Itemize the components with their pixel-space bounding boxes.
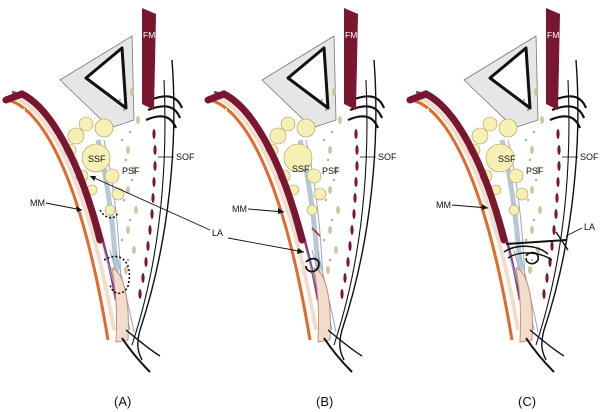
arrowhead-la-a: [90, 176, 96, 181]
arrowhead-mm: [278, 208, 284, 214]
leader-mm: [45, 202, 83, 211]
arrowhead-la-b: [297, 248, 304, 254]
label-sof: SOF: [176, 152, 195, 162]
label-psf: PSF: [122, 166, 140, 176]
label-sof: SOF: [580, 152, 599, 162]
panel-a: FM LPM SSF PSF SOF MM (A): [6, 8, 195, 409]
label-ssf: SSF: [498, 154, 516, 164]
label-fm: FM: [143, 30, 155, 40]
leader-la-to-a: [89, 175, 211, 231]
caption-c: (C): [518, 394, 536, 409]
label-lpm: LPM: [8, 106, 25, 116]
leader-la: [565, 227, 583, 237]
caption-b: (B): [316, 394, 333, 409]
label-mm: MM: [436, 200, 451, 210]
label-mm: MM: [30, 198, 45, 208]
la-callout: LA: [89, 175, 305, 254]
leader-la-to-b: [227, 237, 305, 253]
label-lpm: LPM: [210, 106, 227, 116]
label-la: LA: [584, 222, 595, 232]
label-psf: PSF: [526, 166, 544, 176]
label-ssf: SSF: [292, 164, 310, 174]
label-mm: MM: [232, 204, 247, 214]
label-psf: PSF: [322, 166, 340, 176]
arrowhead-mm: [482, 204, 488, 210]
arrowhead-mm: [76, 206, 82, 212]
label-ssf: SSF: [88, 154, 106, 164]
panel-c: FM LPM SSF PSF SOF MM LA (C): [410, 8, 599, 409]
label-lpm: LPM: [412, 106, 429, 116]
panel-b: FM LPM SSF PSF SOF MM (B): [208, 8, 397, 409]
label-fm: FM: [547, 30, 559, 40]
label-fm: FM: [345, 30, 357, 40]
label-sof: SOF: [378, 152, 397, 162]
caption-a: (A): [114, 394, 131, 409]
label-la: LA: [212, 228, 223, 238]
